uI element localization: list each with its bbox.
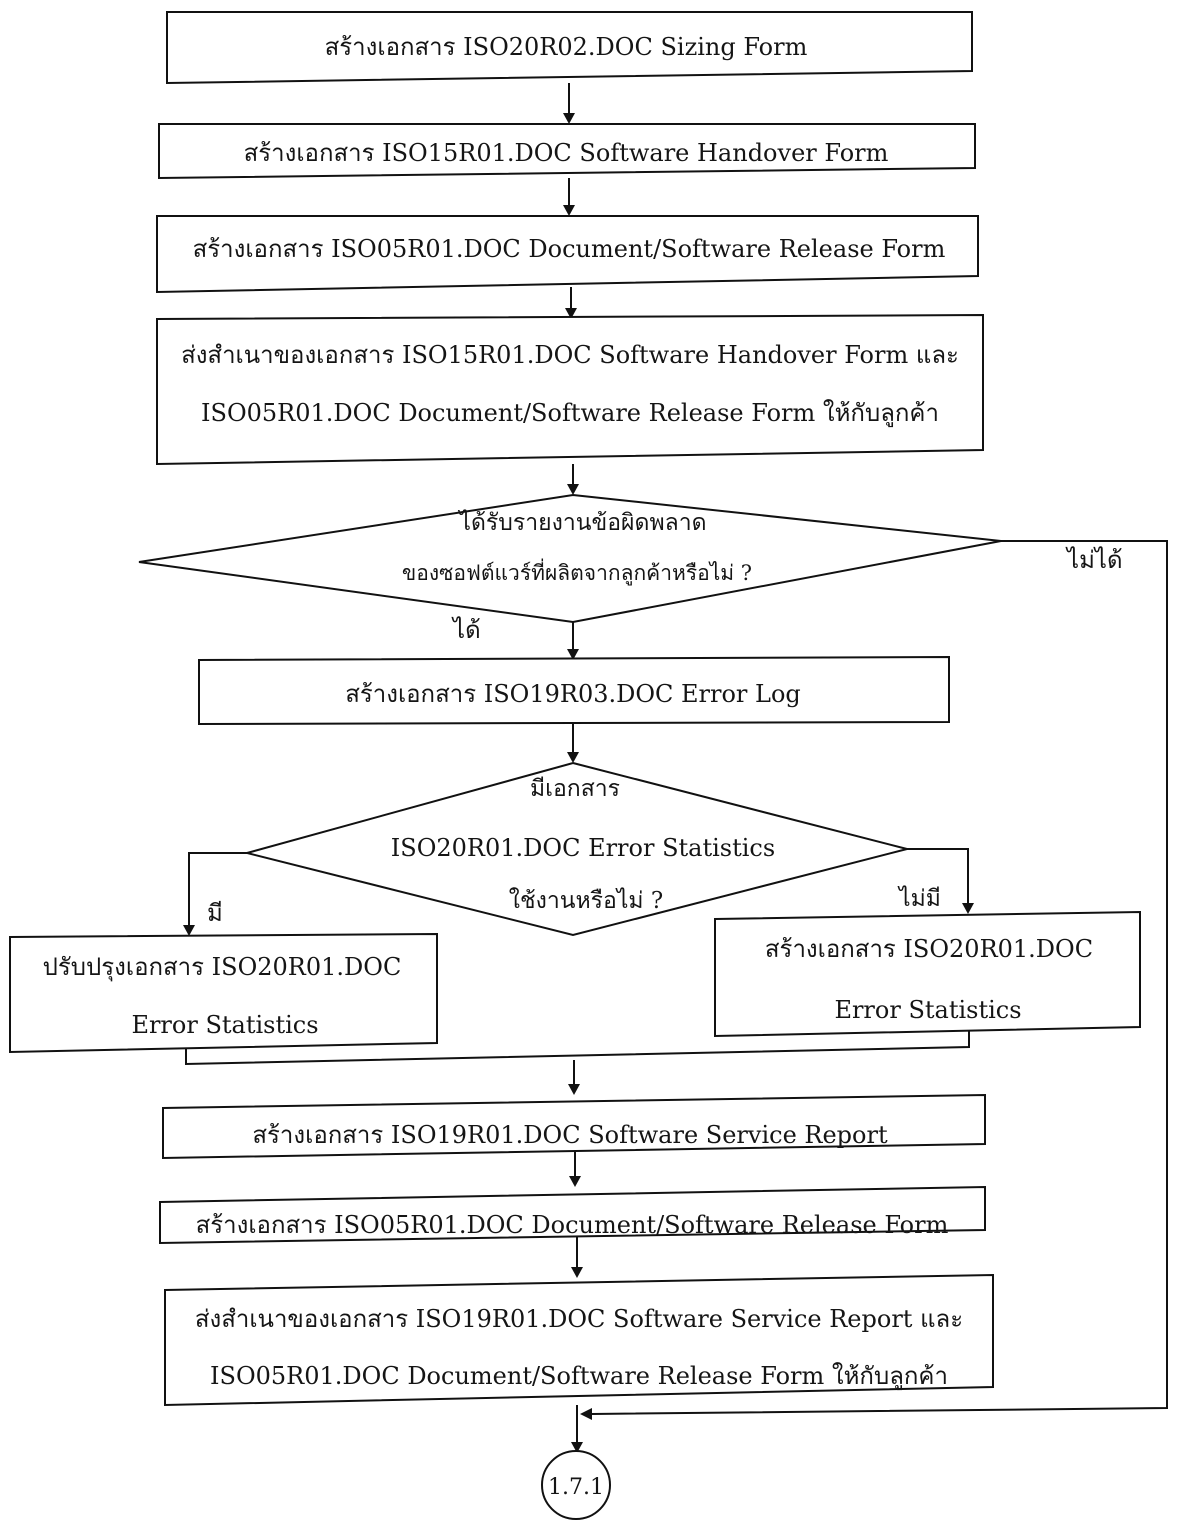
decision1-no-label: ไม่ได้ <box>1065 546 1123 574</box>
step-send-service-report-to-customer: ส่งสำเนาของเอกสาร ISO19R01.DOC Software … <box>164 1273 994 1407</box>
step-send-copies-line-1: ส่งสำเนาของเอกสาร ISO15R01.DOC Software … <box>181 341 959 369</box>
offpage-connector-label: 1.7.1 <box>548 1475 604 1500</box>
step-send-service-report-line-2: ISO05R01.DOC Document/Software Release F… <box>210 1362 948 1391</box>
step-release-form-2-label: สร้างเอกสาร ISO05R01.DOC Document/Softwa… <box>196 1211 949 1239</box>
arrowhead <box>569 1176 581 1187</box>
decision-error-report-received: ได้รับรายงานข้อผิดพลาด ของซอฟต์แวร์ที่ผล… <box>138 493 1002 624</box>
arrowhead <box>565 308 577 319</box>
step-create-error-statistics: สร้างเอกสาร ISO20R01.DOC Error Statistic… <box>714 910 1141 1038</box>
arrowhead <box>563 113 575 124</box>
decision-error-report-line-1: ได้รับรายงานข้อผิดพลาด <box>457 509 706 536</box>
step-send-copies-to-customer: ส่งสำเนาของเอกสาร ISO15R01.DOC Software … <box>156 313 984 466</box>
arrowhead <box>580 1408 592 1420</box>
decision-error-statistics-line-3: ใช้งานหรือไม่ ? <box>509 887 663 914</box>
connector-lines <box>183 83 1168 1453</box>
arrowhead <box>563 205 575 216</box>
line-decision2-no <box>907 848 969 903</box>
step-sizing-form: สร้างเอกสาร ISO20R02.DOC Sizing Form <box>166 11 973 85</box>
step-error-log-label: สร้างเอกสาร ISO19R03.DOC Error Log <box>345 680 801 708</box>
line-decision1-no <box>591 540 1168 1415</box>
arrowhead <box>567 484 579 495</box>
step-release-form: สร้างเอกสาร ISO05R01.DOC Document/Softwa… <box>156 215 979 294</box>
step-sizing-form-label: สร้างเอกสาร ISO20R02.DOC Sizing Form <box>325 33 808 61</box>
step-software-service-report-label: สร้างเอกสาร ISO19R01.DOC Software Servic… <box>252 1121 888 1149</box>
arrowhead <box>567 752 579 763</box>
step-send-service-report-line-1: ส่งสำเนาของเอกสาร ISO19R01.DOC Software … <box>195 1305 963 1333</box>
decision-error-report-line-2: ของซอฟต์แวร์ที่ผลิตจากลูกค้าหรือไม่ ? <box>402 558 752 586</box>
arrowhead <box>571 1267 583 1278</box>
step-create-error-statistics-line-1: สร้างเอกสาร ISO20R01.DOC <box>765 935 1093 963</box>
step-update-error-statistics: ปรับปรุงเอกสาร ISO20R01.DOC Error Statis… <box>9 932 438 1054</box>
step-create-error-statistics-line-2: Error Statistics <box>834 996 1021 1024</box>
arrowhead <box>568 1084 580 1095</box>
step-software-service-report: สร้างเอกสาร ISO19R01.DOC Software Servic… <box>162 1093 986 1160</box>
arrowhead <box>567 649 579 660</box>
step-update-error-statistics-line-1: ปรับปรุงเอกสาร ISO20R01.DOC <box>43 953 402 982</box>
line-decision2-yes <box>188 852 247 925</box>
step-software-handover-form: สร้างเอกสาร ISO15R01.DOC Software Handov… <box>158 123 976 180</box>
decision-error-statistics-line-2: ISO20R01.DOC Error Statistics <box>391 834 775 862</box>
step-error-log: สร้างเอกสาร ISO19R03.DOC Error Log <box>198 655 950 726</box>
line-merge <box>185 1030 970 1066</box>
step-software-handover-form-label: สร้างเอกสาร ISO15R01.DOC Software Handov… <box>244 139 889 167</box>
decision-error-statistics-exists: มีเอกสาร ISO20R01.DOC Error Statistics ใ… <box>243 761 908 937</box>
arrowhead <box>571 1442 583 1453</box>
step-send-copies-line-2: ISO05R01.DOC Document/Software Release F… <box>201 399 939 428</box>
decision2-yes-label: มี <box>207 899 223 927</box>
offpage-connector: 1.7.1 <box>541 1450 611 1520</box>
step-update-error-statistics-line-2: Error Statistics <box>131 1011 318 1039</box>
decision1-yes-label: ได้ <box>451 616 481 644</box>
arrowhead <box>183 925 195 936</box>
decision-error-statistics-line-1: มีเอกสาร <box>530 776 620 802</box>
arrowhead <box>962 903 974 914</box>
step-release-form-2: สร้างเอกสาร ISO05R01.DOC Document/Softwa… <box>159 1185 986 1245</box>
step-release-form-label: สร้างเอกสาร ISO05R01.DOC Document/Softwa… <box>193 235 946 263</box>
decision2-no-label: ไม่มี <box>897 885 941 912</box>
